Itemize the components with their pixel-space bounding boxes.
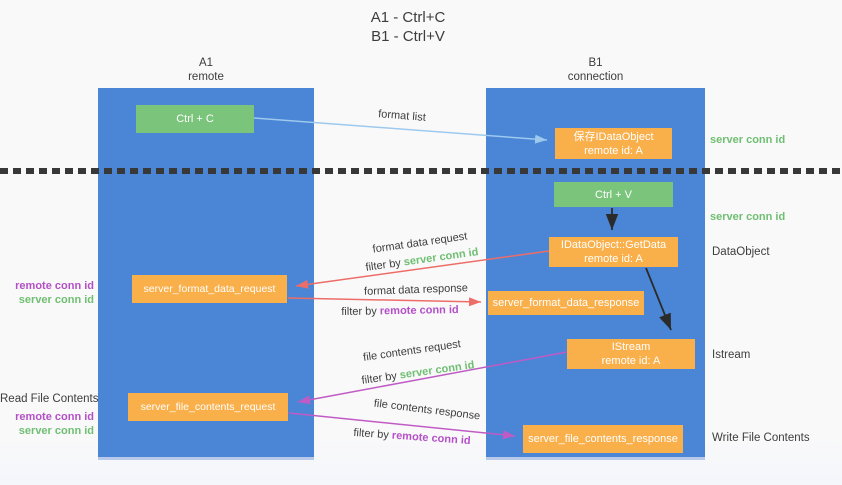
node-getdata-line1: IDataObject::GetData — [560, 239, 667, 251]
node-istream-line1: IStream — [611, 341, 651, 353]
left-labels-file-group: Read File Contents remote conn id server… — [0, 392, 99, 438]
phase-separator-dashed-line — [0, 168, 842, 174]
node-server-file-contents-response: server_file_contents_response — [523, 425, 683, 453]
arrow-label-filter-remote-conn-id-2: filter by remote conn id — [353, 427, 471, 447]
node-getdata-line2: remote id: A — [584, 253, 643, 265]
node-save-idataobject-line1: 保存IDataObject — [573, 130, 654, 143]
side-label-server-conn-id-mid: server conn id — [710, 211, 786, 223]
diagram-title: A1 - Ctrl+C B1 - Ctrl+V — [0, 8, 816, 46]
lane-a1-title: A1 — [198, 57, 214, 69]
left-label-server-conn-id-2: server conn id — [18, 425, 94, 437]
arrow-label-file-contents-response: file contents response — [373, 397, 481, 423]
server-conn-id-text-2: server conn id — [399, 359, 476, 382]
arrow-label-filter-server-conn-id-2: filter by server conn id — [361, 359, 475, 387]
left-label-remote-conn-id-2: remote conn id — [15, 411, 94, 423]
side-label-istream: Istream — [712, 349, 751, 361]
node-server-format-data-response-label: server_format_data_response — [492, 297, 640, 309]
remote-conn-id-text-1: remote conn id — [379, 303, 459, 318]
node-ctrl-v-label: Ctrl + V — [595, 188, 632, 201]
lane-b1-subtitle: connection — [567, 71, 624, 83]
node-istream-line2: remote id: A — [601, 355, 661, 367]
left-label-remote-conn-id-1: remote conn id — [15, 280, 94, 292]
node-save-idataobject: 保存IDataObject remote id: A — [555, 128, 672, 159]
filter-by-text-1: filter by — [364, 257, 402, 274]
remote-conn-id-text-2: remote conn id — [391, 429, 471, 448]
arrow-label-format-data-response: format data response — [363, 282, 469, 298]
side-label-dataobject: DataObject — [712, 246, 770, 258]
node-ctrl-c: Ctrl + C — [136, 105, 254, 133]
node-server-format-data-request-label: server_format_data_request — [143, 283, 276, 295]
side-label-server-conn-id-top: server conn id — [710, 134, 786, 146]
node-save-idataobject-line2: remote id: A — [584, 144, 643, 157]
arrow-label-file-contents-request: file contents request — [362, 338, 462, 364]
title-line-ctrl-c: A1 - Ctrl+C — [370, 9, 446, 26]
node-server-file-contents-response-label: server_file_contents_response — [528, 433, 678, 445]
filter-by-text-4: filter by — [353, 426, 390, 442]
node-server-file-contents-request-label: server_file_contents_request — [140, 401, 276, 413]
lane-b1-title: B1 — [588, 57, 603, 69]
lane-b1-header: B1 connection — [486, 56, 705, 84]
node-server-format-data-response: server_format_data_response — [488, 291, 644, 315]
left-label-server-conn-id-1: server conn id — [18, 294, 94, 306]
left-labels-format-group: remote conn id server conn id — [0, 279, 94, 307]
node-idataobject-getdata: IDataObject::GetData remote id: A — [549, 237, 678, 267]
side-label-write-file-contents: Write File Contents — [712, 432, 810, 444]
format-data-response-arrow — [287, 297, 482, 307]
arrow-label-filter-remote-conn-id-1: filter by remote conn id — [341, 304, 459, 318]
lane-a1-subtitle: remote — [188, 71, 224, 83]
lane-a1-header: A1 remote — [98, 56, 314, 84]
filter-by-text-3: filter by — [360, 370, 398, 387]
title-line-ctrl-v: B1 - Ctrl+V — [371, 28, 445, 45]
node-server-file-contents-request: server_file_contents_request — [128, 393, 288, 421]
left-label-read-file-contents: Read File Contents — [0, 393, 99, 405]
node-server-format-data-request: server_format_data_request — [132, 275, 287, 303]
node-istream: IStream remote id: A — [567, 339, 695, 369]
node-ctrl-v: Ctrl + V — [554, 182, 673, 207]
node-ctrl-c-label: Ctrl + C — [176, 113, 214, 125]
filter-by-text-2: filter by — [341, 305, 377, 319]
arrow-label-format-list: format list — [377, 108, 427, 124]
